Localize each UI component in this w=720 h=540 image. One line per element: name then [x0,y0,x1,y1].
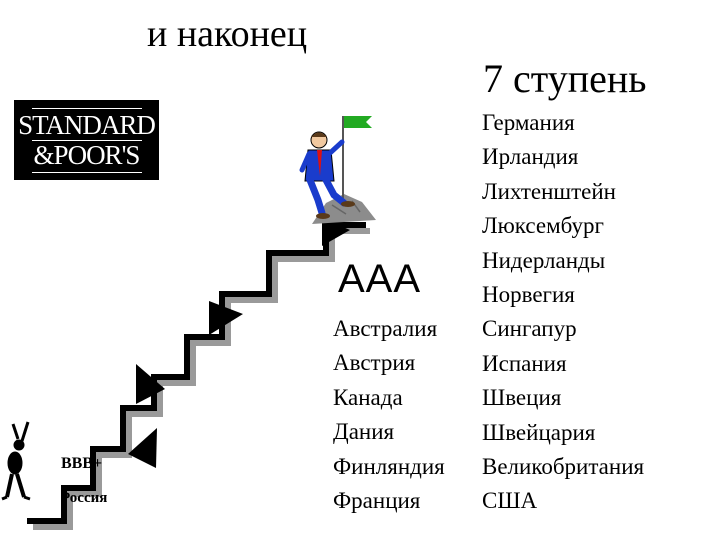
logo-line-poors: &POOR'S [33,140,141,170]
list-item: Германия [482,110,575,135]
aaa-country-list: Австралия Австрия Канада Дания Финляндия… [333,312,445,518]
step-heading: 7 ступень [483,56,647,101]
climber-with-flag-icon [299,116,372,219]
stick-figure-cheering-icon [1,421,31,501]
list-item: Швеция [482,385,562,411]
arrow-icon [209,301,243,335]
arrow-icon [128,428,157,468]
arrow-icon [136,364,165,404]
rating-bbb-label: BBB+ [61,455,103,472]
logo-rule-top [32,108,142,109]
list-item: Ирландия [482,144,579,170]
list-item: Австралия [333,316,438,341]
list-item: Франция [333,487,421,513]
standard-poors-logo: STANDARD &POOR'S [14,100,159,180]
list-item: Великобритания [482,453,645,479]
arrow-icon [322,218,350,246]
list-item: Люксембург [482,213,604,239]
step-country-list: Германия Ирландия Лихтенштейн Люксембург… [482,106,644,519]
logo-rule-middle [32,140,142,141]
logo-rule-bottom [32,172,142,173]
step-arrow-icons [128,218,350,468]
list-item: Лихтенштейн [482,178,616,204]
slide-title: и наконец [147,13,308,55]
list-item: Испания [482,350,567,376]
list-item: Норвегия [482,281,575,307]
list-item: Канада [333,384,403,410]
list-item: США [482,488,538,514]
list-item: Финляндия [333,453,445,479]
country-russia-label: Россия [61,490,108,506]
list-item: Дания [333,419,395,445]
list-item: Нидерланды [482,247,606,273]
logo-line-standard: STANDARD [18,110,156,140]
list-item: Швейцария [482,419,596,445]
staircase-icon [27,222,370,530]
list-item: Сингапур [482,316,577,342]
rating-aaa-label: AAA [338,257,422,301]
list-item: Австрия [333,350,416,376]
